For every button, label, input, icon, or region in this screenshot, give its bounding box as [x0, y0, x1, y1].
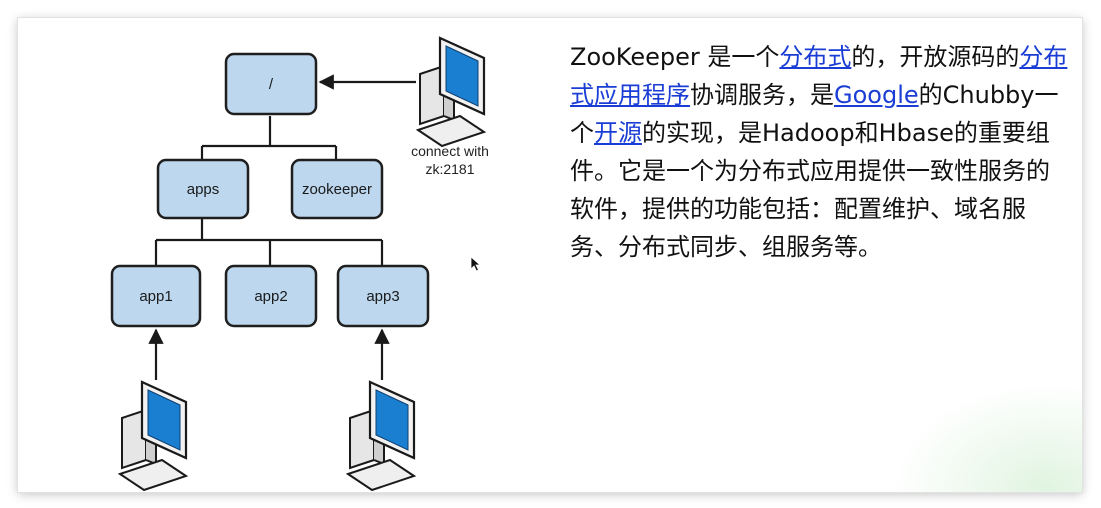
zookeeper-description: ZooKeeper 是一个分布式的，开放源码的分布式应用程序协调服务，是Goog… [570, 38, 1070, 266]
desc-text-3: 协调服务，是 [690, 81, 834, 109]
mouse-cursor-icon [470, 256, 482, 272]
client-caption-line1: connect with [411, 143, 489, 159]
node-apps: apps [156, 158, 250, 220]
desc-text-1: ZooKeeper 是一个 [570, 43, 780, 71]
desc-text-2: 的，开放源码的 [851, 43, 1020, 71]
client-computer-icon-right [346, 380, 416, 492]
background-decoration [892, 382, 1082, 492]
svg-text:apps: apps [187, 181, 220, 198]
svg-text:app2: app2 [254, 288, 287, 305]
link-distributed[interactable]: 分布式 [779, 43, 852, 71]
desc-text-5: 的实现，是Hadoop和Hbase的重要组件。它是一个为分布式应用提供一致性服务… [570, 119, 1050, 261]
svg-text:zookeeper: zookeeper [302, 181, 372, 198]
node-app3: app3 [336, 264, 430, 328]
svg-text:app1: app1 [139, 288, 172, 305]
node-root: / [224, 52, 318, 116]
link-open-source[interactable]: 开源 [594, 119, 642, 147]
node-app1: app1 [110, 264, 202, 328]
zookeeper-tree-diagram: / apps zookeeper app1 app2 app3 [110, 36, 489, 492]
svg-text:/: / [269, 76, 274, 93]
client-computer-icon-top [416, 36, 486, 148]
slide: / apps zookeeper app1 app2 app3 [18, 18, 1082, 492]
node-app2: app2 [224, 264, 318, 328]
link-distributed-application[interactable]: 分布式应用程序 [570, 43, 1068, 109]
node-zookeeper: zookeeper [290, 158, 384, 220]
client-computer-icon-left [118, 380, 188, 492]
svg-text:app3: app3 [366, 288, 399, 305]
desc-text-4: 的Chubby一个 [570, 81, 1059, 147]
link-google[interactable]: Google [834, 81, 919, 109]
client-caption-line2: zk:2181 [425, 161, 474, 177]
